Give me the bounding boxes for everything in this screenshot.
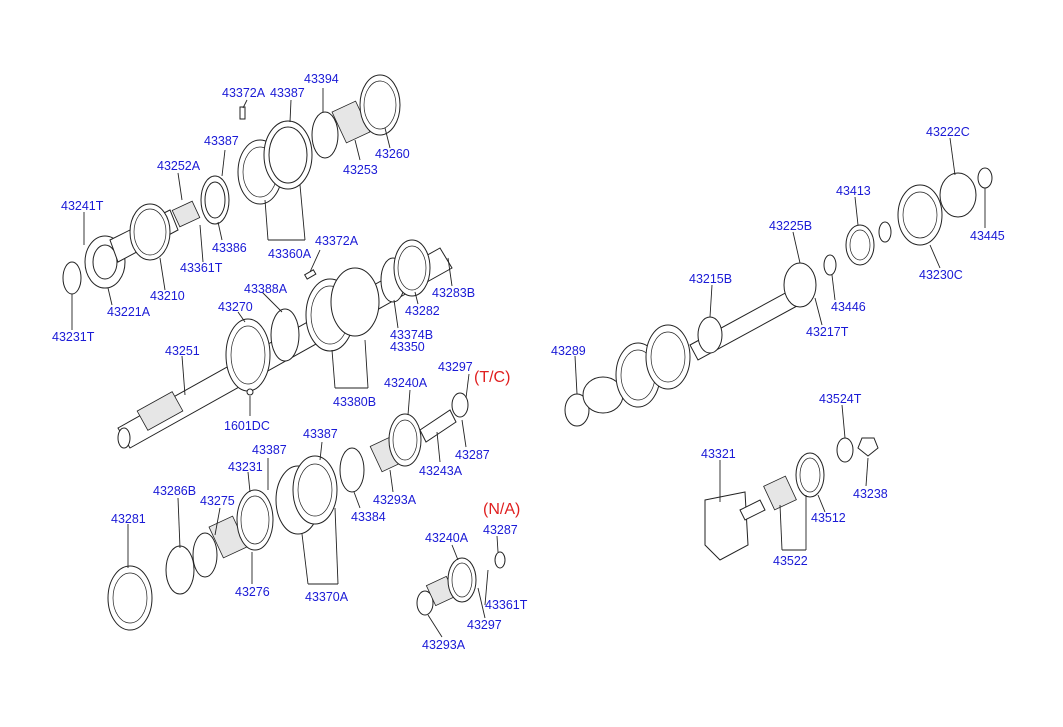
callout-43387[interactable]: 43387 — [204, 134, 239, 148]
callout-43384[interactable]: 43384 — [351, 510, 386, 524]
callout-43445[interactable]: 43445 — [970, 229, 1005, 243]
input-shaft-assembly — [62, 74, 401, 295]
main-shaft-assembly — [117, 239, 453, 449]
callout-43321[interactable]: 43321 — [701, 447, 736, 461]
callout-43388A[interactable]: 43388A — [244, 282, 288, 296]
variant-tags: (T/C) (N/A) — [474, 369, 520, 518]
callout-43372A[interactable]: 43372A — [315, 234, 359, 248]
callout-43289[interactable]: 43289 — [551, 344, 586, 358]
callout-43243A[interactable]: 43243A — [419, 464, 463, 478]
callout-43524T[interactable]: 43524T — [819, 392, 862, 406]
callout-43394[interactable]: 43394 — [304, 72, 339, 86]
callout-43512[interactable]: 43512 — [811, 511, 846, 525]
callout-43276[interactable]: 43276 — [235, 585, 270, 599]
snap-ring-part — [62, 261, 82, 295]
callout-43297[interactable]: 43297 — [467, 618, 502, 632]
variant-tag-tc: (T/C) — [474, 369, 510, 386]
reverse-idler-assembly — [704, 437, 879, 561]
callout-43215B[interactable]: 43215B — [689, 272, 732, 286]
callout-43240A[interactable]: 43240A — [425, 531, 469, 545]
leader-lines — [71, 88, 986, 638]
callout-43253[interactable]: 43253 — [343, 163, 378, 177]
callout-43293A[interactable]: 43293A — [373, 493, 417, 507]
part-number-callouts: 43372A 43387 43394 43387 43260 43253 432… — [52, 72, 1005, 652]
callout-43283B[interactable]: 43283B — [432, 286, 475, 300]
callout-43282[interactable]: 43282 — [405, 304, 440, 318]
callout-43222C[interactable]: 43222C — [926, 125, 970, 139]
callout-43372A[interactable]: 43372A — [222, 86, 266, 100]
callout-43293A[interactable]: 43293A — [422, 638, 466, 652]
callout-43446[interactable]: 43446 — [831, 300, 866, 314]
output-shaft-assembly — [564, 167, 993, 427]
callout-43251[interactable]: 43251 — [165, 344, 200, 358]
callout-43270[interactable]: 43270 — [218, 300, 253, 314]
callout-43360A[interactable]: 43360A — [268, 247, 312, 261]
callout-43287[interactable]: 43287 — [483, 523, 518, 537]
callout-43361T[interactable]: 43361T — [180, 261, 223, 275]
callout-43230C[interactable]: 43230C — [919, 268, 963, 282]
variant-tag-na: (N/A) — [483, 501, 520, 518]
callout-43281[interactable]: 43281 — [111, 512, 146, 526]
callout-43287[interactable]: 43287 — [455, 448, 490, 462]
callout-43413[interactable]: 43413 — [836, 184, 871, 198]
callout-43387[interactable]: 43387 — [252, 443, 287, 457]
callout-43350[interactable]: 43350 — [390, 340, 425, 354]
callout-43231[interactable]: 43231 — [228, 460, 263, 474]
callout-43522[interactable]: 43522 — [773, 554, 808, 568]
callout-1601DC[interactable]: 1601DC — [224, 419, 270, 433]
callout-43240A[interactable]: 43240A — [384, 376, 428, 390]
callout-43297[interactable]: 43297 — [438, 360, 473, 374]
callout-43380B[interactable]: 43380B — [333, 395, 376, 409]
callout-43374B[interactable]: 43374B — [390, 328, 433, 342]
callout-43210[interactable]: 43210 — [150, 289, 185, 303]
callout-43217T[interactable]: 43217T — [806, 325, 849, 339]
callout-43286B[interactable]: 43286B — [153, 484, 196, 498]
callout-43275[interactable]: 43275 — [200, 494, 235, 508]
callout-43231T[interactable]: 43231T — [52, 330, 95, 344]
na-sub-assembly — [416, 551, 506, 616]
callout-43238[interactable]: 43238 — [853, 487, 888, 501]
callout-43387[interactable]: 43387 — [303, 427, 338, 441]
callout-43361T[interactable]: 43361T — [485, 598, 528, 612]
callout-43252A[interactable]: 43252A — [157, 159, 201, 173]
callout-43225B[interactable]: 43225B — [769, 219, 812, 233]
callout-43386[interactable]: 43386 — [212, 241, 247, 255]
callout-43260[interactable]: 43260 — [375, 147, 410, 161]
callout-43370A[interactable]: 43370A — [305, 590, 349, 604]
counter-gear-assembly — [107, 392, 469, 631]
callout-43387[interactable]: 43387 — [270, 86, 305, 100]
gear-part — [129, 203, 171, 261]
callout-43241T[interactable]: 43241T — [61, 199, 104, 213]
callout-43221A[interactable]: 43221A — [107, 305, 151, 319]
